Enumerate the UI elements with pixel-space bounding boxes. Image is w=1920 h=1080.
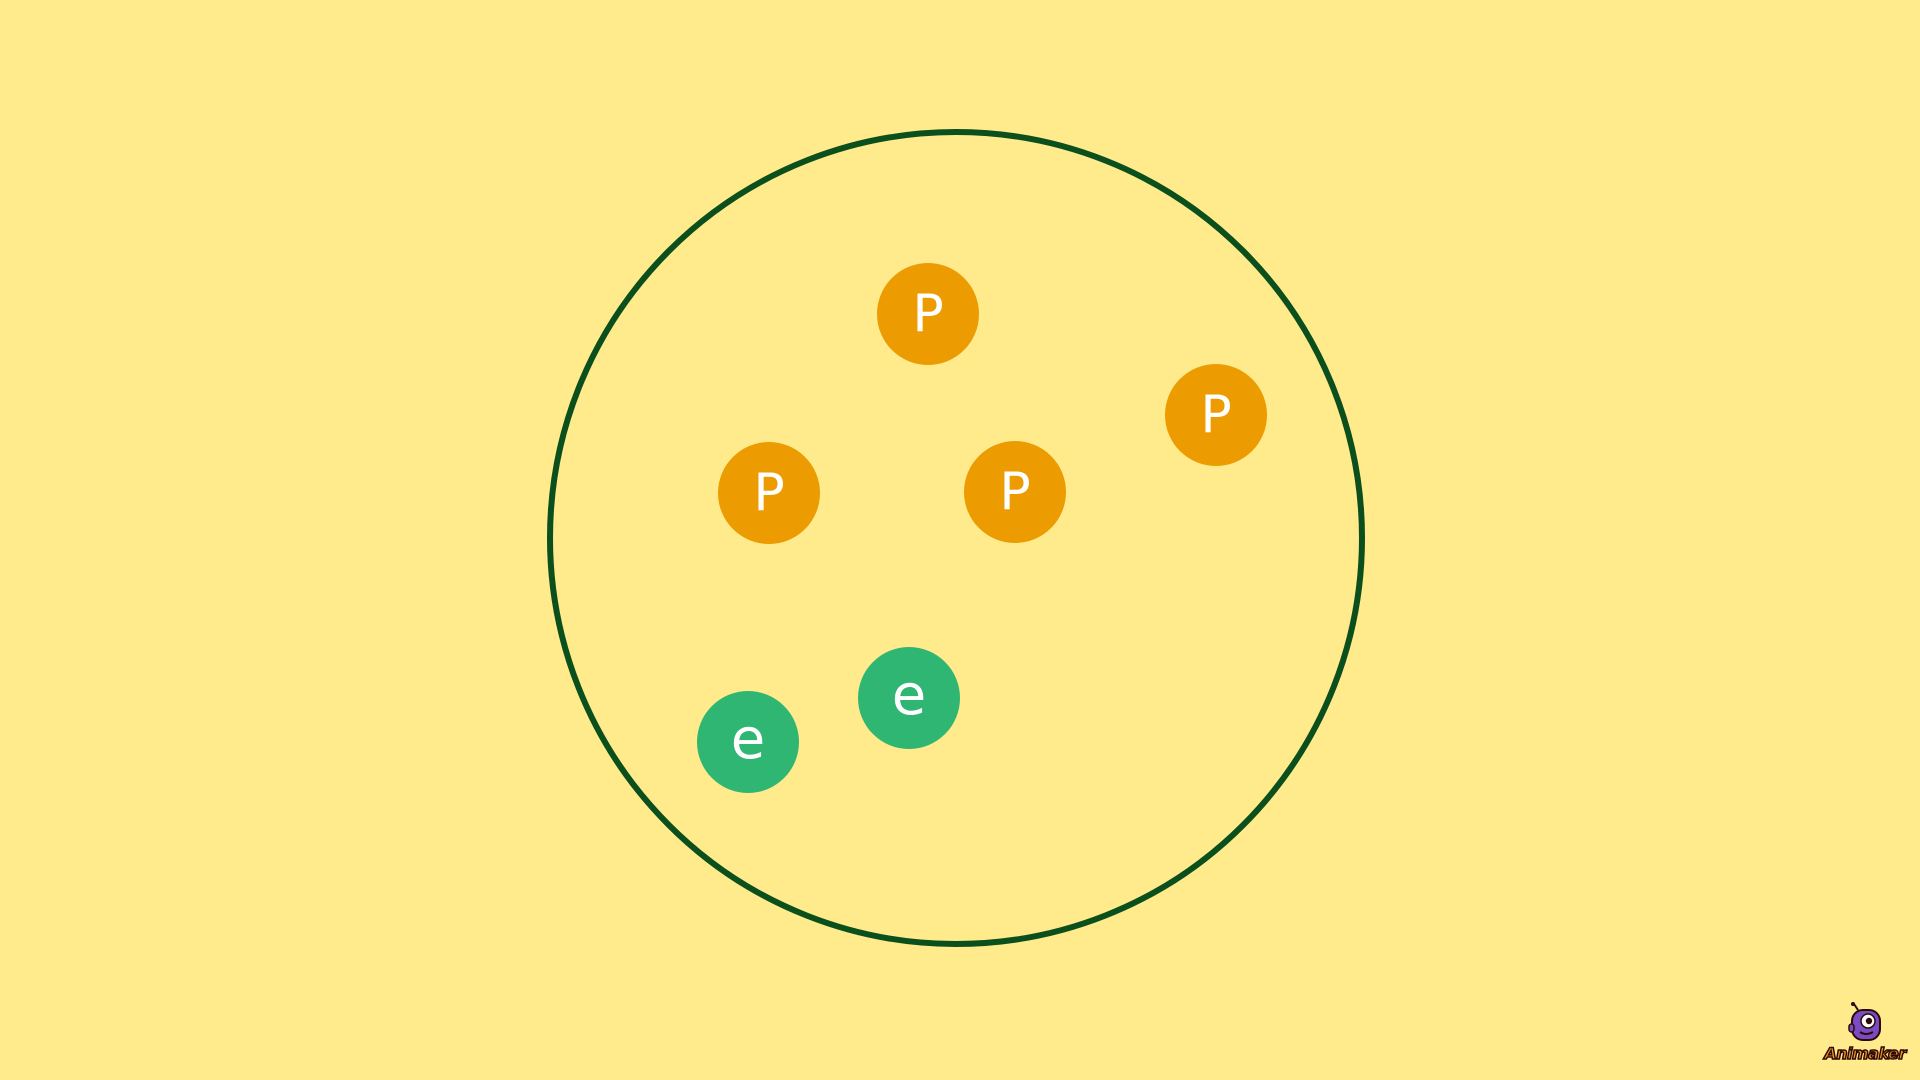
electron-2-label: e xyxy=(730,707,766,772)
electron-1: e xyxy=(858,647,960,749)
animaker-logo-text: Animaker xyxy=(1823,1043,1907,1064)
proton-3: P xyxy=(718,442,820,544)
proton-3-label: P xyxy=(753,463,785,523)
proton-4: P xyxy=(964,441,1066,543)
animaker-mascot-icon xyxy=(1848,1002,1881,1041)
proton-4-label: P xyxy=(999,462,1031,522)
electron-1-label: e xyxy=(891,663,927,728)
proton-1: P xyxy=(877,263,979,365)
animaker-logo: Animaker xyxy=(1822,1002,1908,1068)
atom-boundary-circle xyxy=(547,129,1365,947)
proton-1-label: P xyxy=(912,284,944,344)
proton-2: P xyxy=(1165,364,1267,466)
electron-2: e xyxy=(697,691,799,793)
proton-2-label: P xyxy=(1200,385,1232,445)
